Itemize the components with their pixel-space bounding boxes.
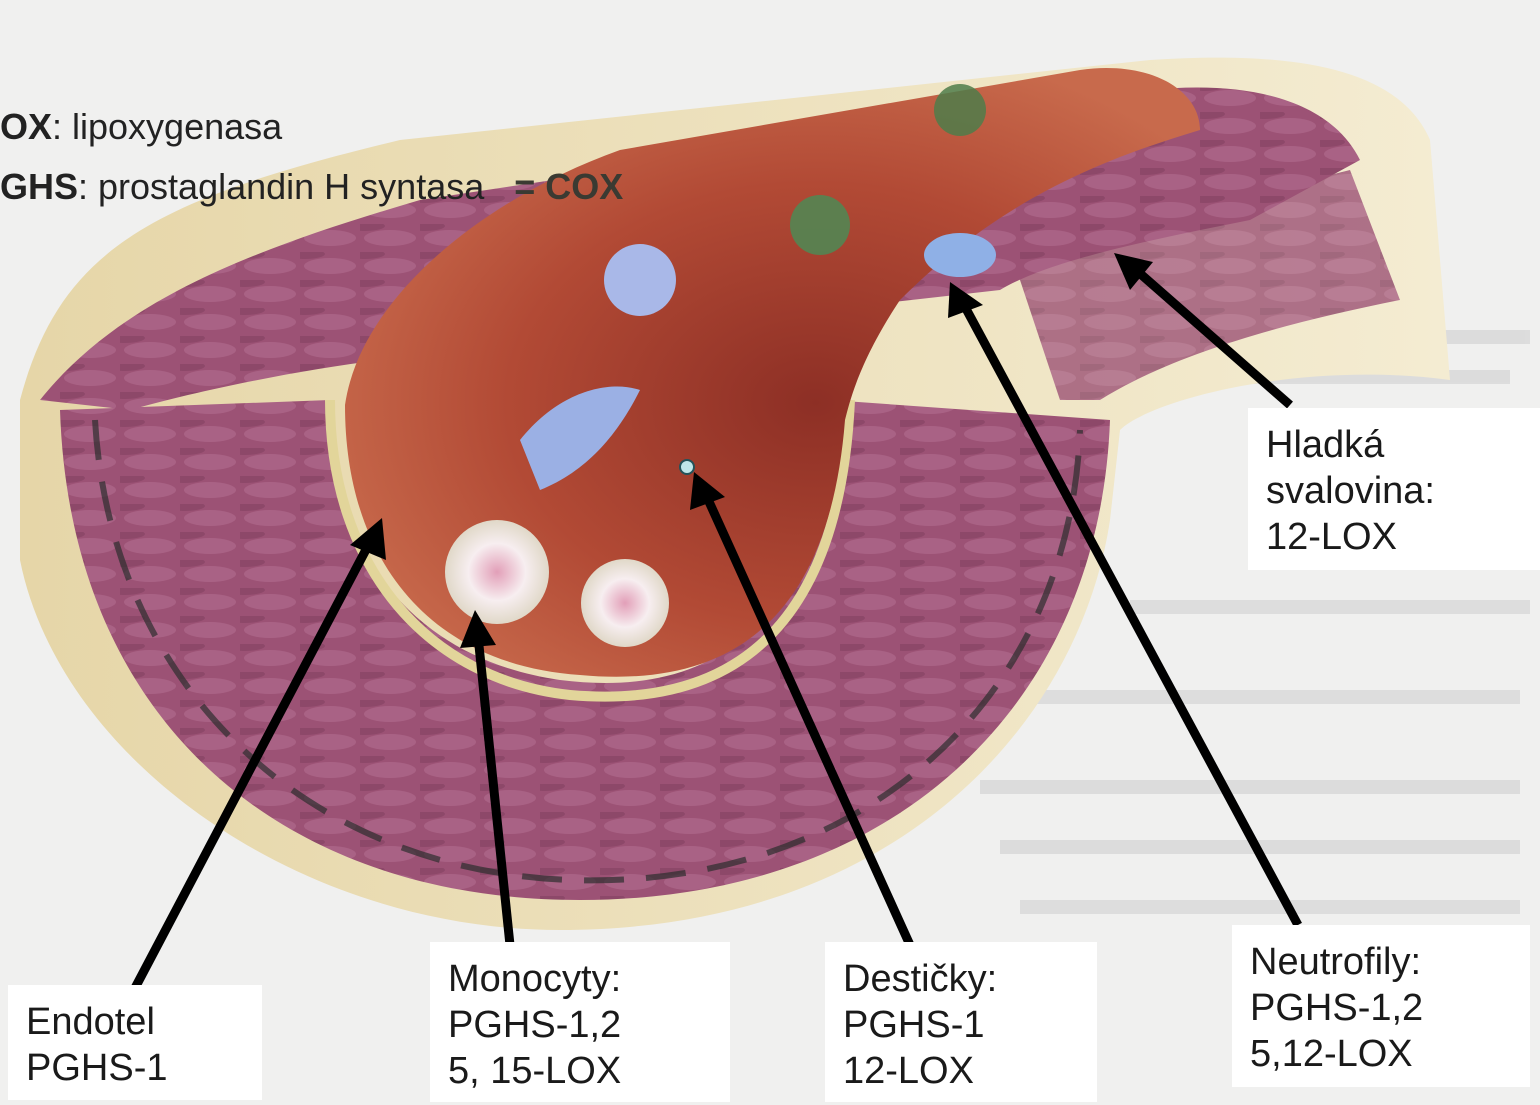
legend-lox-text: : lipoxygenasa xyxy=(52,106,282,147)
label-platelets-line2: PGHS-1 xyxy=(843,1002,1079,1048)
label-smooth-muscle: Hladká svalovina: 12-LOX xyxy=(1248,408,1540,570)
label-smooth-muscle-line2: svalovina: xyxy=(1266,468,1522,514)
label-smooth-muscle-line3: 12-LOX xyxy=(1266,514,1522,560)
label-neutrophils-line1: Neutrofily: xyxy=(1250,939,1512,985)
label-endothelium: Endotel PGHS-1 xyxy=(8,985,262,1100)
legend-lox: OX: lipoxygenasa xyxy=(0,106,282,148)
label-monocytes-line2: PGHS-1,2 xyxy=(448,1002,712,1048)
label-platelets-line1: Destičky: xyxy=(843,956,1079,1002)
legend-cox-equivalence: = COX xyxy=(514,166,623,207)
label-endothelium-line1: Endotel xyxy=(26,999,244,1045)
legend-lox-abbr: OX xyxy=(0,106,52,147)
label-neutrophils-line3: 5,12-LOX xyxy=(1250,1031,1512,1077)
label-monocytes-line3: 5, 15-LOX xyxy=(448,1048,712,1094)
label-neutrophils-line2: PGHS-1,2 xyxy=(1250,985,1512,1031)
label-platelets: Destičky: PGHS-1 12-LOX xyxy=(825,942,1097,1102)
label-monocytes: Monocyty: PGHS-1,2 5, 15-LOX xyxy=(430,942,730,1102)
label-neutrophils: Neutrofily: PGHS-1,2 5,12-LOX xyxy=(1232,925,1530,1087)
legend-pghs: GHS: prostaglandin H syntasa = COX xyxy=(0,166,623,208)
label-platelets-line3: 12-LOX xyxy=(843,1048,1079,1094)
label-smooth-muscle-line1: Hladká xyxy=(1266,422,1522,468)
legend-pghs-abbr: GHS xyxy=(0,166,78,207)
marker-dot xyxy=(680,460,694,474)
label-endothelium-line2: PGHS-1 xyxy=(26,1045,244,1091)
legend-pghs-text: : prostaglandin H syntasa xyxy=(78,166,484,207)
label-monocytes-line1: Monocyty: xyxy=(448,956,712,1002)
